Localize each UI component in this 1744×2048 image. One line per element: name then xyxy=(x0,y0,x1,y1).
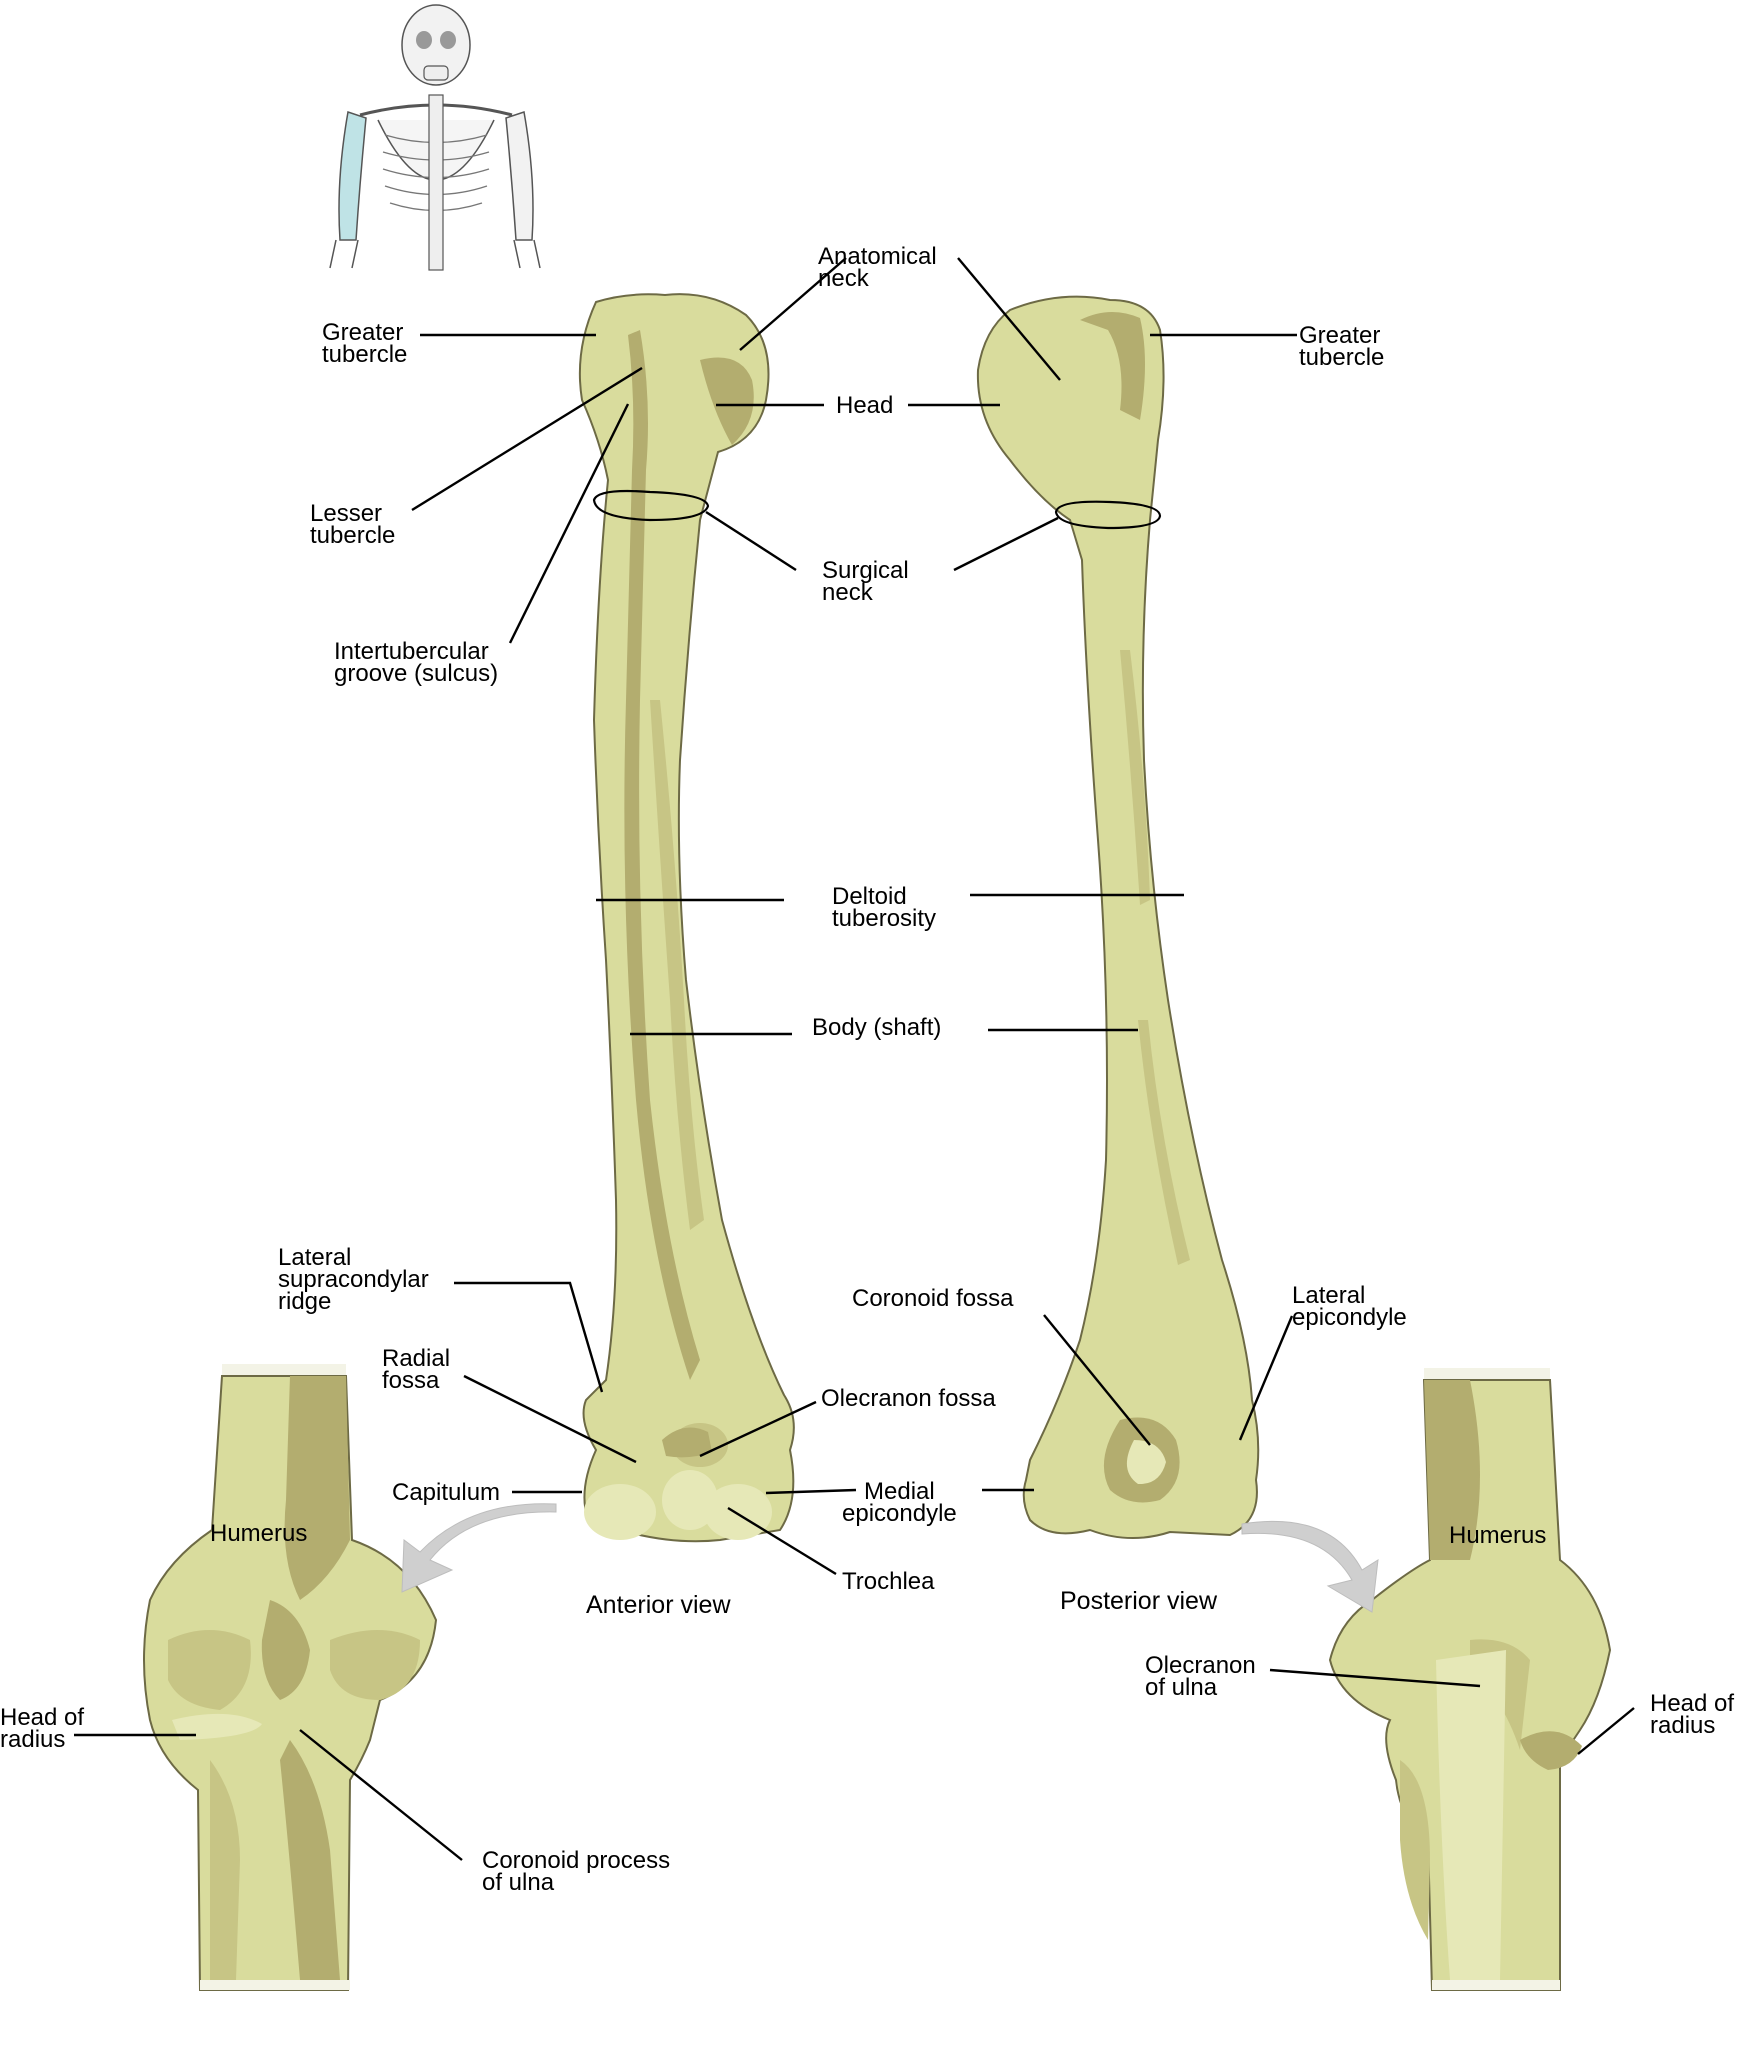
olecranon-fossa-label: Olecranon fossa xyxy=(821,1385,996,1412)
anatomical-neck-label: Anatomical neck xyxy=(818,243,943,292)
olecranon-of-ulna-label: Olecranon of ulna xyxy=(1145,1652,1262,1701)
anterior-view-caption: Anterior view xyxy=(586,1591,731,1619)
body-shaft-label: Body (shaft) xyxy=(812,1014,941,1041)
posterior-elbow-detail xyxy=(1328,1368,1612,1991)
deltoid-tuberosity-label: Deltoid tuberosity xyxy=(832,883,936,932)
anterior-humerus xyxy=(578,293,795,1543)
intertubercular-groove-label: Intertubercular groove (sulcus) xyxy=(334,638,498,687)
skeleton-thumbnail-icon xyxy=(329,4,541,271)
trochlea-label: Trochlea xyxy=(842,1568,935,1595)
curved-arrow-icon xyxy=(401,1503,557,1593)
lateral-epicondyle-label: Lateral epicondyle xyxy=(1292,1282,1407,1331)
lateral-supracondylar-ridge-label: Lateral supracondylar ridge xyxy=(278,1244,435,1315)
leader-lines xyxy=(74,257,1635,1861)
head-of-radius-label-right: Head of radius xyxy=(1650,1690,1741,1739)
lesser-tubercle-label: Lesser tubercle xyxy=(310,500,395,549)
greater-tubercle-label-right: Greater tubercle xyxy=(1299,322,1387,371)
coronoid-fossa-label: Coronoid fossa xyxy=(852,1285,1014,1312)
medial-epicondyle-label: Medial epicondyle xyxy=(842,1478,957,1527)
curved-arrow-icon xyxy=(1241,1520,1379,1613)
head-of-radius-label-left: Head of radius xyxy=(0,1704,91,1753)
labels: Anatomical neck Greater tubercle Greater… xyxy=(0,243,1741,1896)
capitulum-label: Capitulum xyxy=(392,1479,500,1506)
surgical-neck-label: Surgical neck xyxy=(822,557,915,606)
head-label: Head xyxy=(836,392,893,419)
humerus-label-left: Humerus xyxy=(210,1520,307,1547)
posterior-humerus xyxy=(976,295,1260,1539)
humerus-label-right: Humerus xyxy=(1449,1522,1546,1549)
coronoid-process-label: Coronoid process of ulna xyxy=(482,1847,677,1896)
posterior-view-caption: Posterior view xyxy=(1060,1587,1218,1615)
greater-tubercle-label-left: Greater tubercle xyxy=(322,319,410,368)
radial-fossa-label: Radial fossa xyxy=(382,1345,457,1394)
anterior-elbow-detail xyxy=(143,1364,438,1991)
